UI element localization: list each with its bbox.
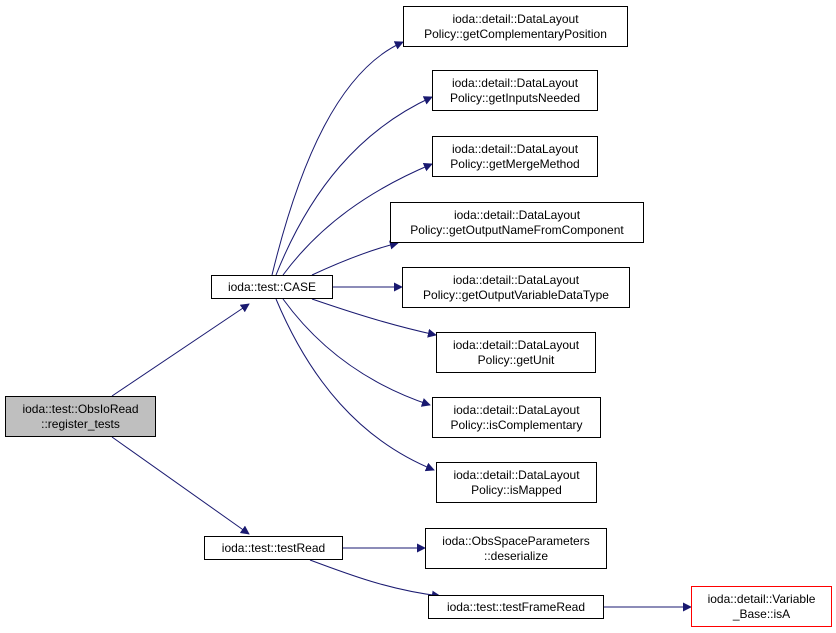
node-testframeread[interactable]: ioda::test::testFrameRead	[428, 595, 604, 619]
edge-case-to-get-unit	[311, 298, 437, 338]
edge-case-to-get-inputs-needed	[275, 96, 433, 276]
node-get-unit-line2: Policy::getUnit	[477, 352, 555, 367]
node-deserialize-line1: ioda::ObsSpaceParameters	[442, 533, 590, 548]
node-get-unit[interactable]: ioda::detail::DataLayout Policy::getUnit	[436, 332, 596, 373]
node-register-tests-line2: ::register_tests	[41, 416, 120, 431]
node-is-complementary[interactable]: ioda::detail::DataLayout Policy::isCompl…	[432, 397, 601, 438]
node-deserialize-line2: ::deserialize	[483, 548, 549, 563]
node-get-inputs-needed[interactable]: ioda::detail::DataLayout Policy::getInpu…	[432, 70, 598, 111]
edge-register-tests-to-case	[111, 303, 250, 397]
node-is-complementary-line1: ioda::detail::DataLayout	[453, 402, 580, 417]
node-deserialize[interactable]: ioda::ObsSpaceParameters ::deserialize	[425, 528, 607, 569]
node-get-complementary-position-line1: ioda::detail::DataLayout	[452, 11, 579, 26]
node-is-complementary-line2: Policy::isComplementary	[450, 417, 583, 432]
node-is-mapped[interactable]: ioda::detail::DataLayout Policy::isMappe…	[436, 462, 597, 503]
node-is-a-line2: _Base::isA	[732, 606, 791, 621]
node-case-label: ioda::test::CASE	[227, 279, 317, 294]
node-testframeread-label: ioda::test::testFrameRead	[446, 599, 586, 614]
node-get-unit-line1: ioda::detail::DataLayout	[452, 337, 580, 352]
node-is-a[interactable]: ioda::detail::Variable _Base::isA	[691, 586, 832, 627]
node-get-output-variable-data-type[interactable]: ioda::detail::DataLayout Policy::getOutp…	[402, 267, 630, 308]
node-get-output-name-from-component[interactable]: ioda::detail::DataLayout Policy::getOutp…	[390, 202, 644, 243]
edge-testread-to-testframeread	[309, 559, 441, 600]
edge-register-tests-to-testread	[111, 436, 250, 535]
edge-case-to-get-output-name	[311, 240, 399, 276]
node-testread[interactable]: ioda::test::testRead	[204, 536, 343, 560]
edge-case-to-get-merge-method	[282, 162, 433, 276]
node-get-inputs-needed-line2: Policy::getInputsNeeded	[449, 90, 581, 105]
node-is-mapped-line2: Policy::isMapped	[471, 482, 562, 497]
node-testread-label: ioda::test::testRead	[221, 540, 326, 555]
node-get-complementary-position[interactable]: ioda::detail::DataLayout Policy::getComp…	[403, 6, 628, 47]
edge-case-to-get-complementary-position	[271, 41, 404, 276]
node-case[interactable]: ioda::test::CASE	[211, 275, 333, 299]
node-get-merge-method-line1: ioda::detail::DataLayout	[451, 141, 579, 156]
node-get-merge-method-line2: Policy::getMergeMethod	[450, 156, 580, 171]
node-register-tests-line1: ioda::test::ObsIoRead	[22, 401, 139, 416]
edge-case-to-is-complementary	[282, 298, 431, 407]
node-get-output-variable-data-type-line2: Policy::getOutputVariableDataType	[423, 287, 609, 302]
node-get-merge-method[interactable]: ioda::detail::DataLayout Policy::getMerg…	[432, 136, 598, 177]
node-is-mapped-line1: ioda::detail::DataLayout	[453, 467, 580, 482]
node-get-output-name-line1: ioda::detail::DataLayout	[453, 207, 581, 222]
node-register-tests[interactable]: ioda::test::ObsIoRead ::register_tests	[5, 396, 156, 437]
node-get-output-name-line2: Policy::getOutputNameFromComponent	[410, 222, 624, 237]
edge-case-to-is-mapped	[275, 298, 435, 472]
node-get-complementary-position-line2: Policy::getComplementaryPosition	[424, 26, 607, 41]
node-get-inputs-needed-line1: ioda::detail::DataLayout	[451, 75, 579, 90]
node-is-a-line1: ioda::detail::Variable	[707, 591, 816, 606]
node-get-output-variable-data-type-line1: ioda::detail::DataLayout	[452, 272, 580, 287]
